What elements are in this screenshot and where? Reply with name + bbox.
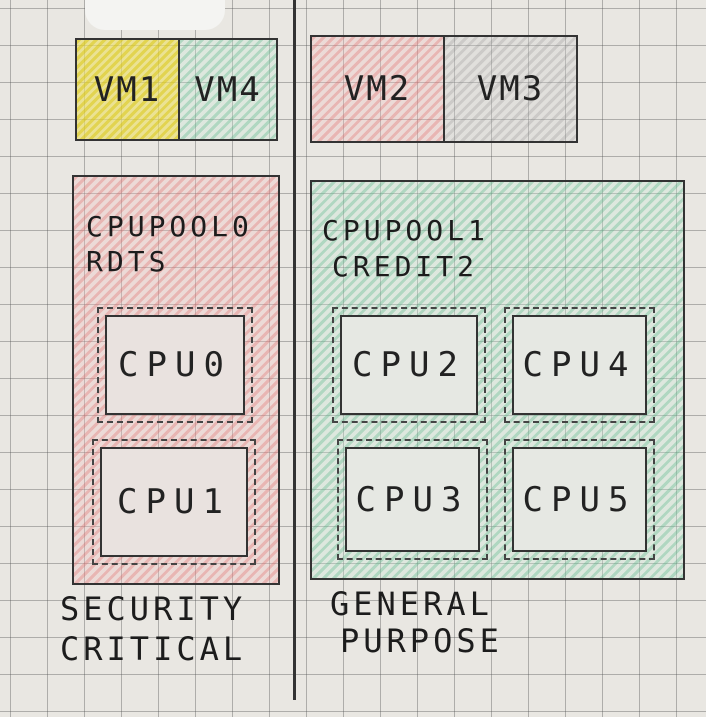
cpu-label: CPU4 — [522, 345, 637, 385]
pool0-caption-line2: CRITICAL — [60, 630, 247, 668]
vm-box-vm4: VM4 — [178, 38, 278, 141]
cpu-label: CPU1 — [117, 482, 231, 522]
cpu-chip-cpu5: CPU5 — [504, 439, 655, 560]
pool1-caption-line1: GENERAL — [330, 585, 493, 623]
cpu-chip-cpu1: CPU1 — [92, 439, 256, 565]
vm-label: VM2 — [343, 69, 412, 109]
pool0-caption-line1: SECURITY — [60, 590, 247, 628]
pool-name: CPUPOOL1 — [322, 214, 489, 247]
cpu-chip-cpu4: CPU4 — [504, 307, 655, 423]
vm-label: VM3 — [476, 69, 545, 109]
pool-scheduler: CREDIT2 — [332, 250, 479, 283]
domain-divider-line — [293, 0, 296, 700]
pool-name: CPUPOOL0 — [86, 210, 253, 243]
vm-box-vm2: VM2 — [310, 35, 445, 143]
pool1-caption-line2: PURPOSE — [340, 622, 503, 660]
pool-scheduler: RDTS — [86, 245, 170, 278]
vm-label: VM1 — [93, 69, 162, 110]
vm-box-vm1: VM1 — [75, 38, 180, 141]
cpu-label: CPU2 — [352, 345, 466, 385]
vm-box-vm3: VM3 — [443, 35, 578, 143]
cpu-label: CPU3 — [355, 479, 470, 520]
cpu-label: CPU5 — [522, 479, 637, 520]
cpu-chip-cpu3: CPU3 — [337, 439, 488, 560]
cpu-chip-cpu2: CPU2 — [332, 307, 486, 423]
cpu-label: CPU0 — [118, 345, 232, 385]
vm-label: VM4 — [194, 69, 262, 110]
cpu-chip-cpu0: CPU0 — [97, 307, 253, 423]
paper-smudge — [85, 0, 225, 30]
